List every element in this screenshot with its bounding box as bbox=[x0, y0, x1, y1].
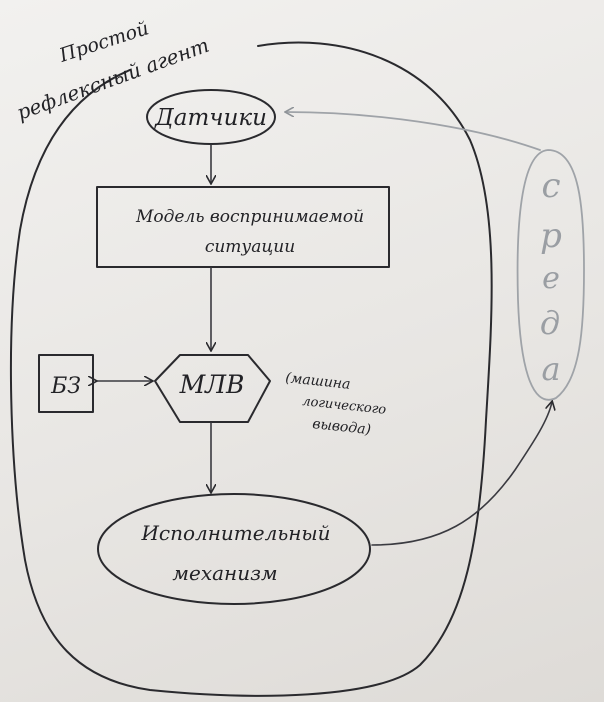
actuator-node: Исполнительный механизм bbox=[97, 493, 371, 605]
agent-boundary bbox=[9, 41, 493, 697]
environment-letter-4: д bbox=[540, 304, 560, 342]
knowledge-base-label: БЗ bbox=[50, 374, 81, 399]
arrow-environment-to-sensors bbox=[286, 112, 541, 151]
sensors-node: Датчики bbox=[146, 89, 276, 145]
inference-note-line3: вывода) bbox=[312, 416, 372, 438]
inference-node: МЛВ bbox=[154, 354, 271, 423]
environment-letter-5: а bbox=[541, 350, 560, 388]
environment-outline bbox=[516, 149, 585, 401]
actuator-label-line1: Исполнительный bbox=[140, 521, 330, 545]
knowledge-base-node: БЗ bbox=[38, 354, 94, 413]
sensors-label: Датчики bbox=[154, 105, 267, 131]
environment-node: с р е д а bbox=[516, 149, 585, 401]
actuator-label-line2: механизм bbox=[172, 561, 277, 585]
model-label-line1: Модель воспринимаемой bbox=[135, 207, 364, 227]
environment-letter-3: е bbox=[542, 261, 560, 296]
model-node: Модель воспринимаемой ситуации bbox=[96, 186, 390, 268]
inference-note-line2: логического bbox=[302, 394, 387, 418]
environment-letter-2: р bbox=[540, 216, 562, 256]
arrow-actuator-to-environment bbox=[371, 402, 552, 546]
inference-annotation: (машина логического вывода) bbox=[285, 370, 387, 438]
inference-note-line1: (машина bbox=[285, 370, 352, 393]
environment-letter-1: с bbox=[541, 166, 560, 206]
inference-label: МЛВ bbox=[179, 370, 245, 399]
model-label-line2: ситуации bbox=[205, 237, 295, 257]
